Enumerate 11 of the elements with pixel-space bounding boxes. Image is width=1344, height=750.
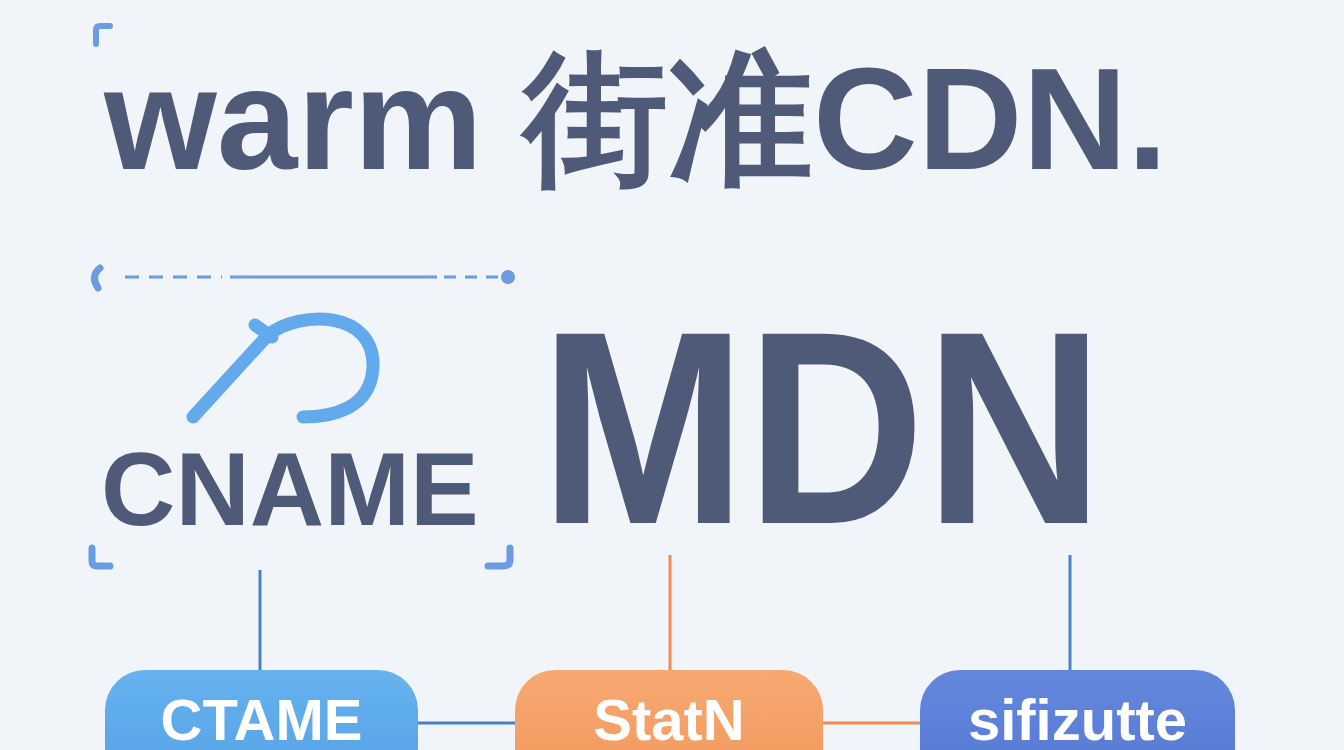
frame-label: CNAME — [101, 438, 479, 541]
connector-line — [418, 721, 515, 725]
pill-node: CTAME — [105, 670, 418, 750]
connector-line — [668, 555, 672, 670]
connector-line — [823, 721, 920, 725]
pill-node: StatN — [515, 670, 823, 750]
pill-node: sifizutte — [920, 670, 1235, 750]
title: warm 街准CDN. — [104, 47, 1168, 192]
large-label: MDN — [540, 300, 1104, 555]
connector-line — [258, 570, 262, 670]
connector-line — [1068, 555, 1072, 670]
